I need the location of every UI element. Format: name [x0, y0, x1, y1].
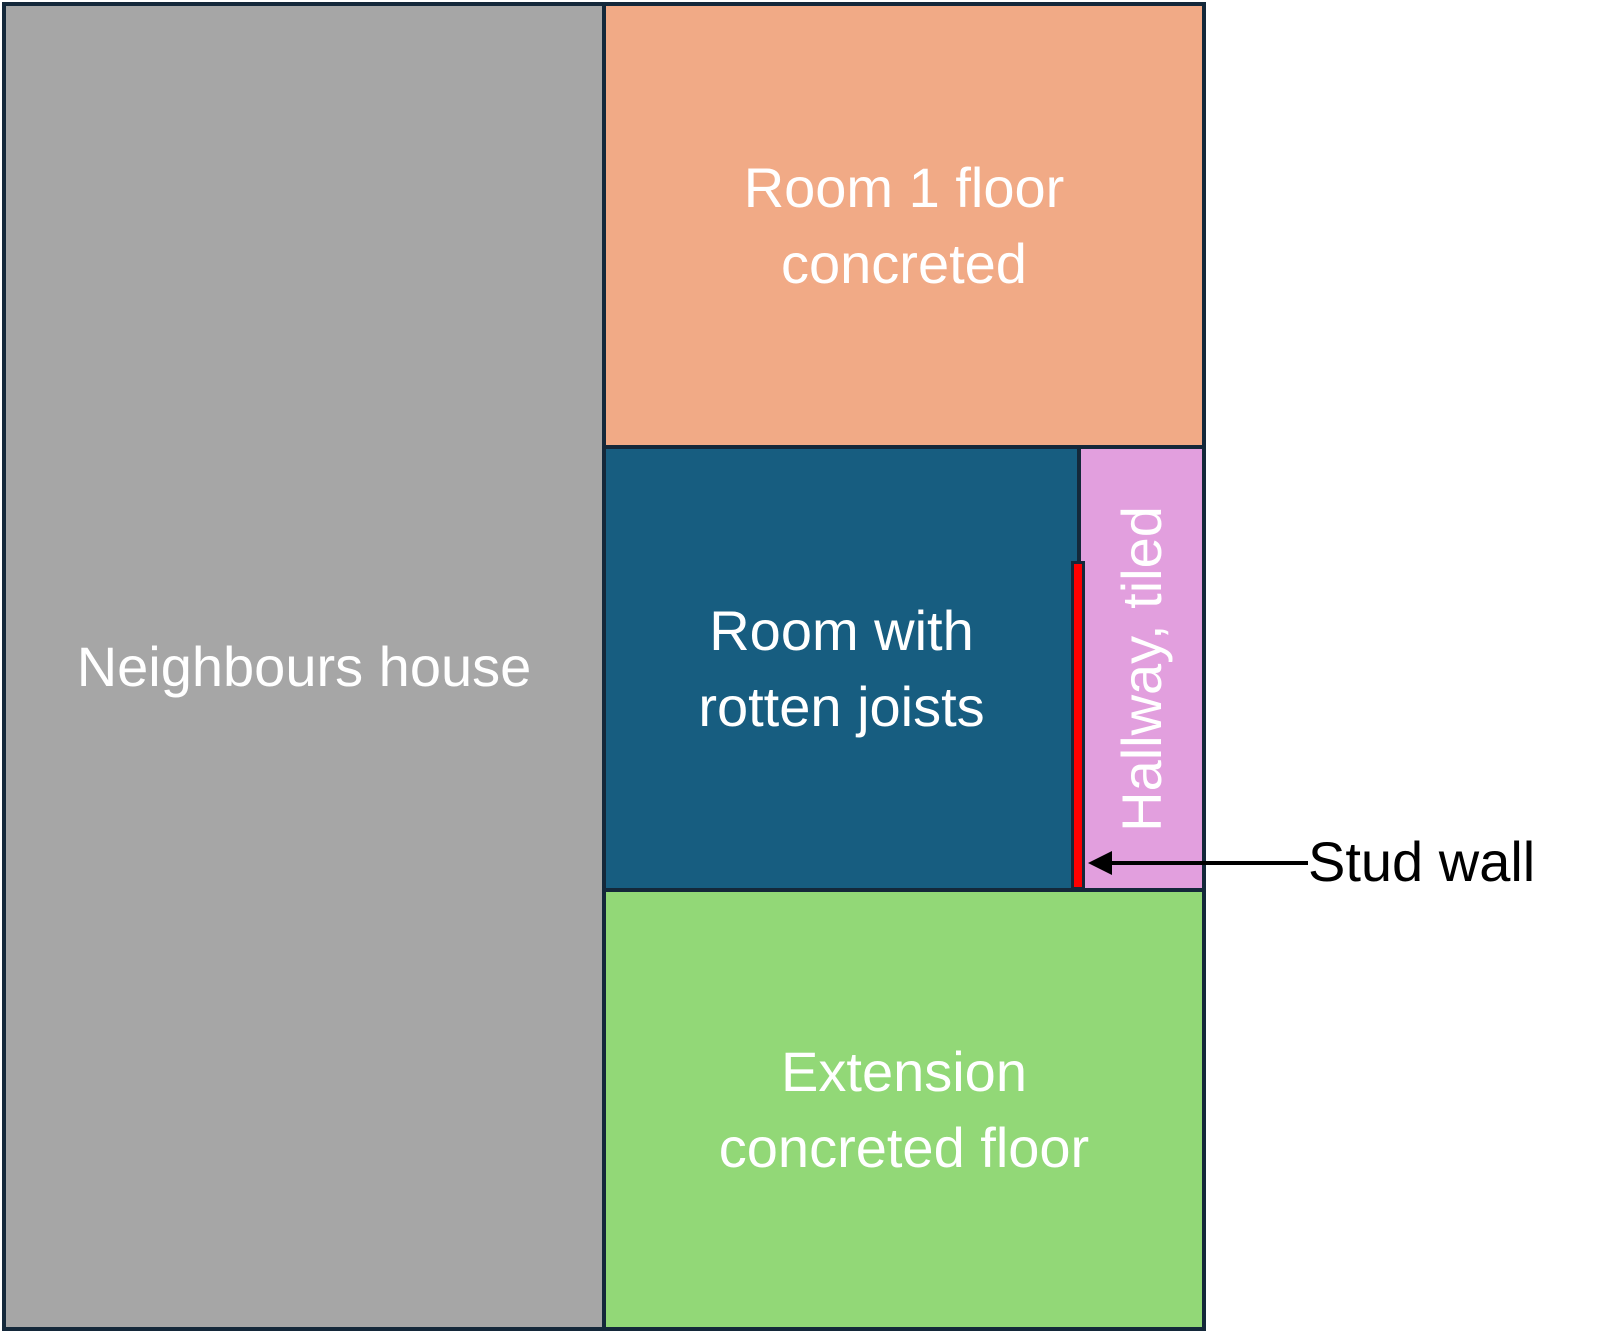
neighbours-house-label: Neighbours house — [77, 629, 532, 705]
extension-area: Extension concreted floor — [602, 888, 1206, 1331]
neighbours-house-label-line-1: Neighbours house — [76, 634, 532, 698]
room-1-label-line-1: Room 1 floor — [743, 155, 1065, 219]
extension-label-line-1: Extension — [781, 1039, 1027, 1103]
stud-wall-label: Stud wall — [1308, 830, 1536, 893]
rotten-joists-room-area: Room with rotten joists — [602, 445, 1081, 892]
room-1-label: Room 1 floor concreted — [744, 150, 1065, 302]
hallway-label-line-1: Hallway, tiled — [1109, 505, 1173, 832]
rotten-joists-room-label-line-1: Room with — [709, 598, 974, 662]
extension-label-line-2: concreted floor — [718, 1115, 1090, 1179]
hallway-area: Hallway, tiled — [1077, 445, 1206, 892]
neighbours-house-area: Neighbours house — [2, 2, 606, 1331]
rotten-joists-room-label: Room with rotten joists — [698, 593, 984, 745]
rotten-joists-room-label-line-2: rotten joists — [698, 674, 985, 738]
room-1-label-line-2: concreted — [781, 231, 1027, 295]
extension-label: Extension concreted floor — [719, 1034, 1089, 1186]
room-1-area: Room 1 floor concreted — [602, 2, 1206, 449]
hallway-label: Hallway, tiled — [1104, 506, 1180, 832]
stud-wall-marker — [1071, 561, 1085, 890]
